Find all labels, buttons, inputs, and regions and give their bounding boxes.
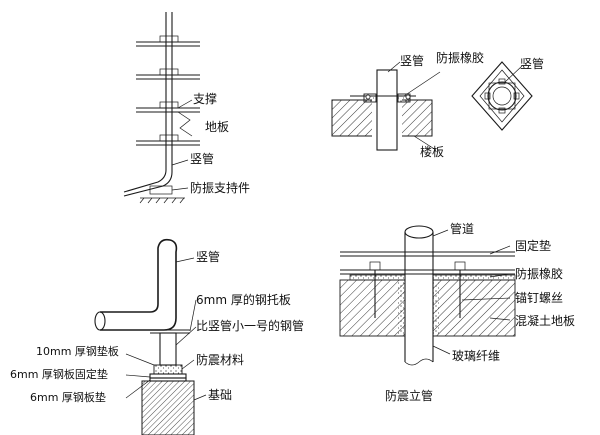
fixing-pad-6mm-label: 6mm 厚钢板固定垫 (10, 368, 108, 381)
anti-vibration-rubber-label: 防振橡胶 (436, 51, 485, 65)
anti-vibration-rubber-label-2: 防振橡胶 (515, 267, 564, 281)
support-label: 支撑 (193, 92, 218, 106)
steel-support-plate-label: 6mm 厚的钢托板 (196, 293, 291, 307)
pad-6mm-label: 6mm 厚钢板垫 (30, 391, 106, 404)
riser-label-bent: 竖管 (196, 250, 221, 264)
floor-penetration-diagram (331, 61, 533, 151)
riser-left-label: 竖管 (400, 54, 425, 68)
riser-base-diagram (94, 238, 207, 435)
concrete-floor-label: 混凝土地板 (515, 314, 576, 328)
riser-elevation-diagram (123, 12, 200, 204)
glass-fiber-label: 玻璃纤维 (452, 349, 501, 363)
riser-right-label: 竖管 (520, 57, 545, 71)
foundation-label: 基础 (208, 388, 233, 402)
smaller-steel-pipe-label: 比竖管小一号的钢管 (196, 319, 305, 333)
fixed-pad-label: 固定垫 (515, 239, 552, 253)
floor-label: 楼板 (420, 145, 445, 159)
pad-10mm-label: 10mm 厚钢垫板 (36, 345, 119, 358)
anti-vibration-riser-diagram (339, 225, 516, 366)
anti-vibration-material-label: 防震材料 (196, 353, 245, 367)
riser-label: 竖管 (190, 152, 215, 166)
pipe-label: 管道 (450, 222, 475, 236)
anti-vibration-riser-caption: 防震立管 (385, 389, 434, 403)
anti-vibration-bracket-label: 防振支持件 (190, 181, 251, 195)
anchor-bolt-label: 锚钉螺丝 (515, 291, 564, 305)
floor-slab-label: 地板 (205, 120, 230, 134)
